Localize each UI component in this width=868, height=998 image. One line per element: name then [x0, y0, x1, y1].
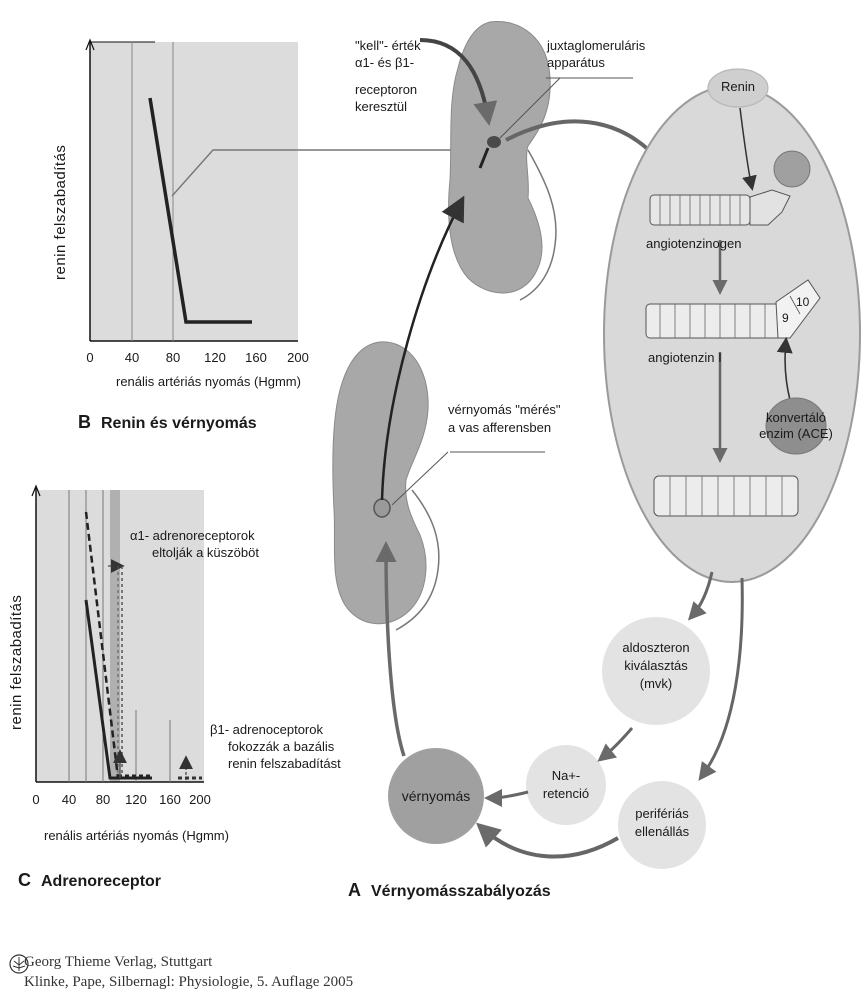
angiotensin-ii-cylinder	[653, 475, 799, 517]
blood-pressure-label: vérnyomás	[401, 788, 471, 804]
setpoint-label-l1: "kell"- érték	[355, 38, 421, 53]
chart-b-background	[90, 42, 298, 341]
chart-c-x-tick: 80	[95, 792, 111, 807]
ace-label-l1: konvertáló	[766, 410, 826, 425]
chart-c-y-label: renin felszabadítás	[8, 594, 25, 730]
chart-b-renin-curve	[148, 97, 252, 324]
measure-label-l2: a vas afferensben	[448, 420, 552, 435]
jga-label-l2: apparátus	[547, 55, 605, 70]
arrow-chart-to-kidney	[171, 143, 473, 197]
chart-c-x-tick: 200	[189, 792, 211, 807]
chart-c-alpha-curve	[84, 511, 120, 779]
na-retention-label-l2: retenció	[542, 786, 590, 801]
renin-label: Renin	[721, 79, 755, 94]
ace-label-l2: enzim (ACE)	[759, 426, 833, 441]
chart-c-x-tick: 0	[32, 792, 40, 807]
aldosterone-label-l1: aldoszteron	[622, 640, 690, 655]
blood-pressure-node	[388, 748, 484, 844]
aldosterone-label-l3: (mvk)	[639, 676, 673, 691]
beta-note-line2: fokozzák a bazális	[228, 739, 335, 754]
aldosterone-label-l2: kiválasztás	[624, 658, 688, 673]
ace-node	[765, 397, 827, 455]
chart-c	[31, 484, 204, 783]
footer-publisher: Georg Thieme Verlag, Stuttgart	[24, 954, 213, 970]
position-9: 9	[782, 311, 789, 325]
chart-b-x-tick: 0	[86, 350, 94, 365]
vas-afferens-spot	[373, 498, 391, 518]
angiotensinogen-label: angiotenzinogen	[646, 236, 742, 251]
measure-label-l1: vérnyomás "mérés"	[448, 402, 561, 417]
chart-c-x-tick: 160	[159, 792, 181, 807]
aldosterone-node	[602, 617, 710, 725]
peripheral-resistance-label-l1: perifériás	[635, 806, 689, 821]
setpoint-label-l2: α1- és β1-	[355, 55, 415, 70]
chart-b-x-tick: 80	[165, 350, 181, 365]
angiotensin-i-cylinder	[645, 279, 821, 339]
beta-note-line3: renin felszabadítást	[228, 756, 341, 771]
kidney-top	[448, 21, 557, 301]
peripheral-resistance-node	[618, 781, 706, 869]
setpoint-label-l3: receptoron	[355, 82, 418, 97]
chart-b-x-label: renális artériás nyomás (Hgmm)	[116, 374, 301, 389]
chart-c-x-tick: 40	[61, 792, 77, 807]
arrow-measure-to-jga	[380, 195, 465, 501]
chart-b-x-tick: 40	[124, 350, 140, 365]
chart-c-baseline-curve	[84, 599, 152, 780]
setpoint-label-l4: keresztül	[355, 99, 408, 114]
chart-b	[85, 38, 473, 342]
chart-b-x-tick: 200	[287, 350, 309, 365]
angiotensinogen-cylinder	[649, 150, 811, 226]
footer-citation: Klinke, Pape, Silbernagl: Physiologie, 5…	[24, 974, 354, 990]
juxtaglomerular-spot	[487, 136, 501, 148]
renin-node	[707, 68, 769, 108]
alpha-note-line2: eltolják a küszöböt	[152, 545, 259, 560]
beta-note-line1: β1- adrenoceptorok	[210, 722, 323, 737]
kidney-bottom	[332, 341, 440, 631]
jga-label-l1: juxtaglomeruláris	[547, 38, 646, 53]
chart-b-y-label: renin felszabadítás	[52, 144, 69, 280]
chart-c-x-tick: 120	[125, 792, 147, 807]
arrow-setpoint	[419, 38, 498, 126]
na-retention-label-l1: Na+-	[551, 768, 581, 783]
peripheral-resistance-label-l2: ellenállás	[634, 824, 690, 839]
position-10: 10	[796, 295, 810, 309]
na-retention-node	[526, 745, 606, 825]
chart-c-x-label: renális artériás nyomás (Hgmm)	[44, 828, 229, 843]
alpha-note-line1: α1- adrenoreceptorok	[130, 528, 255, 543]
chart-b-x-tick: 120	[204, 350, 226, 365]
publisher-logo	[9, 954, 29, 974]
chart-b-x-tick: 160	[245, 350, 267, 365]
angiotensin-i-label: angiotenzin I	[648, 350, 722, 365]
